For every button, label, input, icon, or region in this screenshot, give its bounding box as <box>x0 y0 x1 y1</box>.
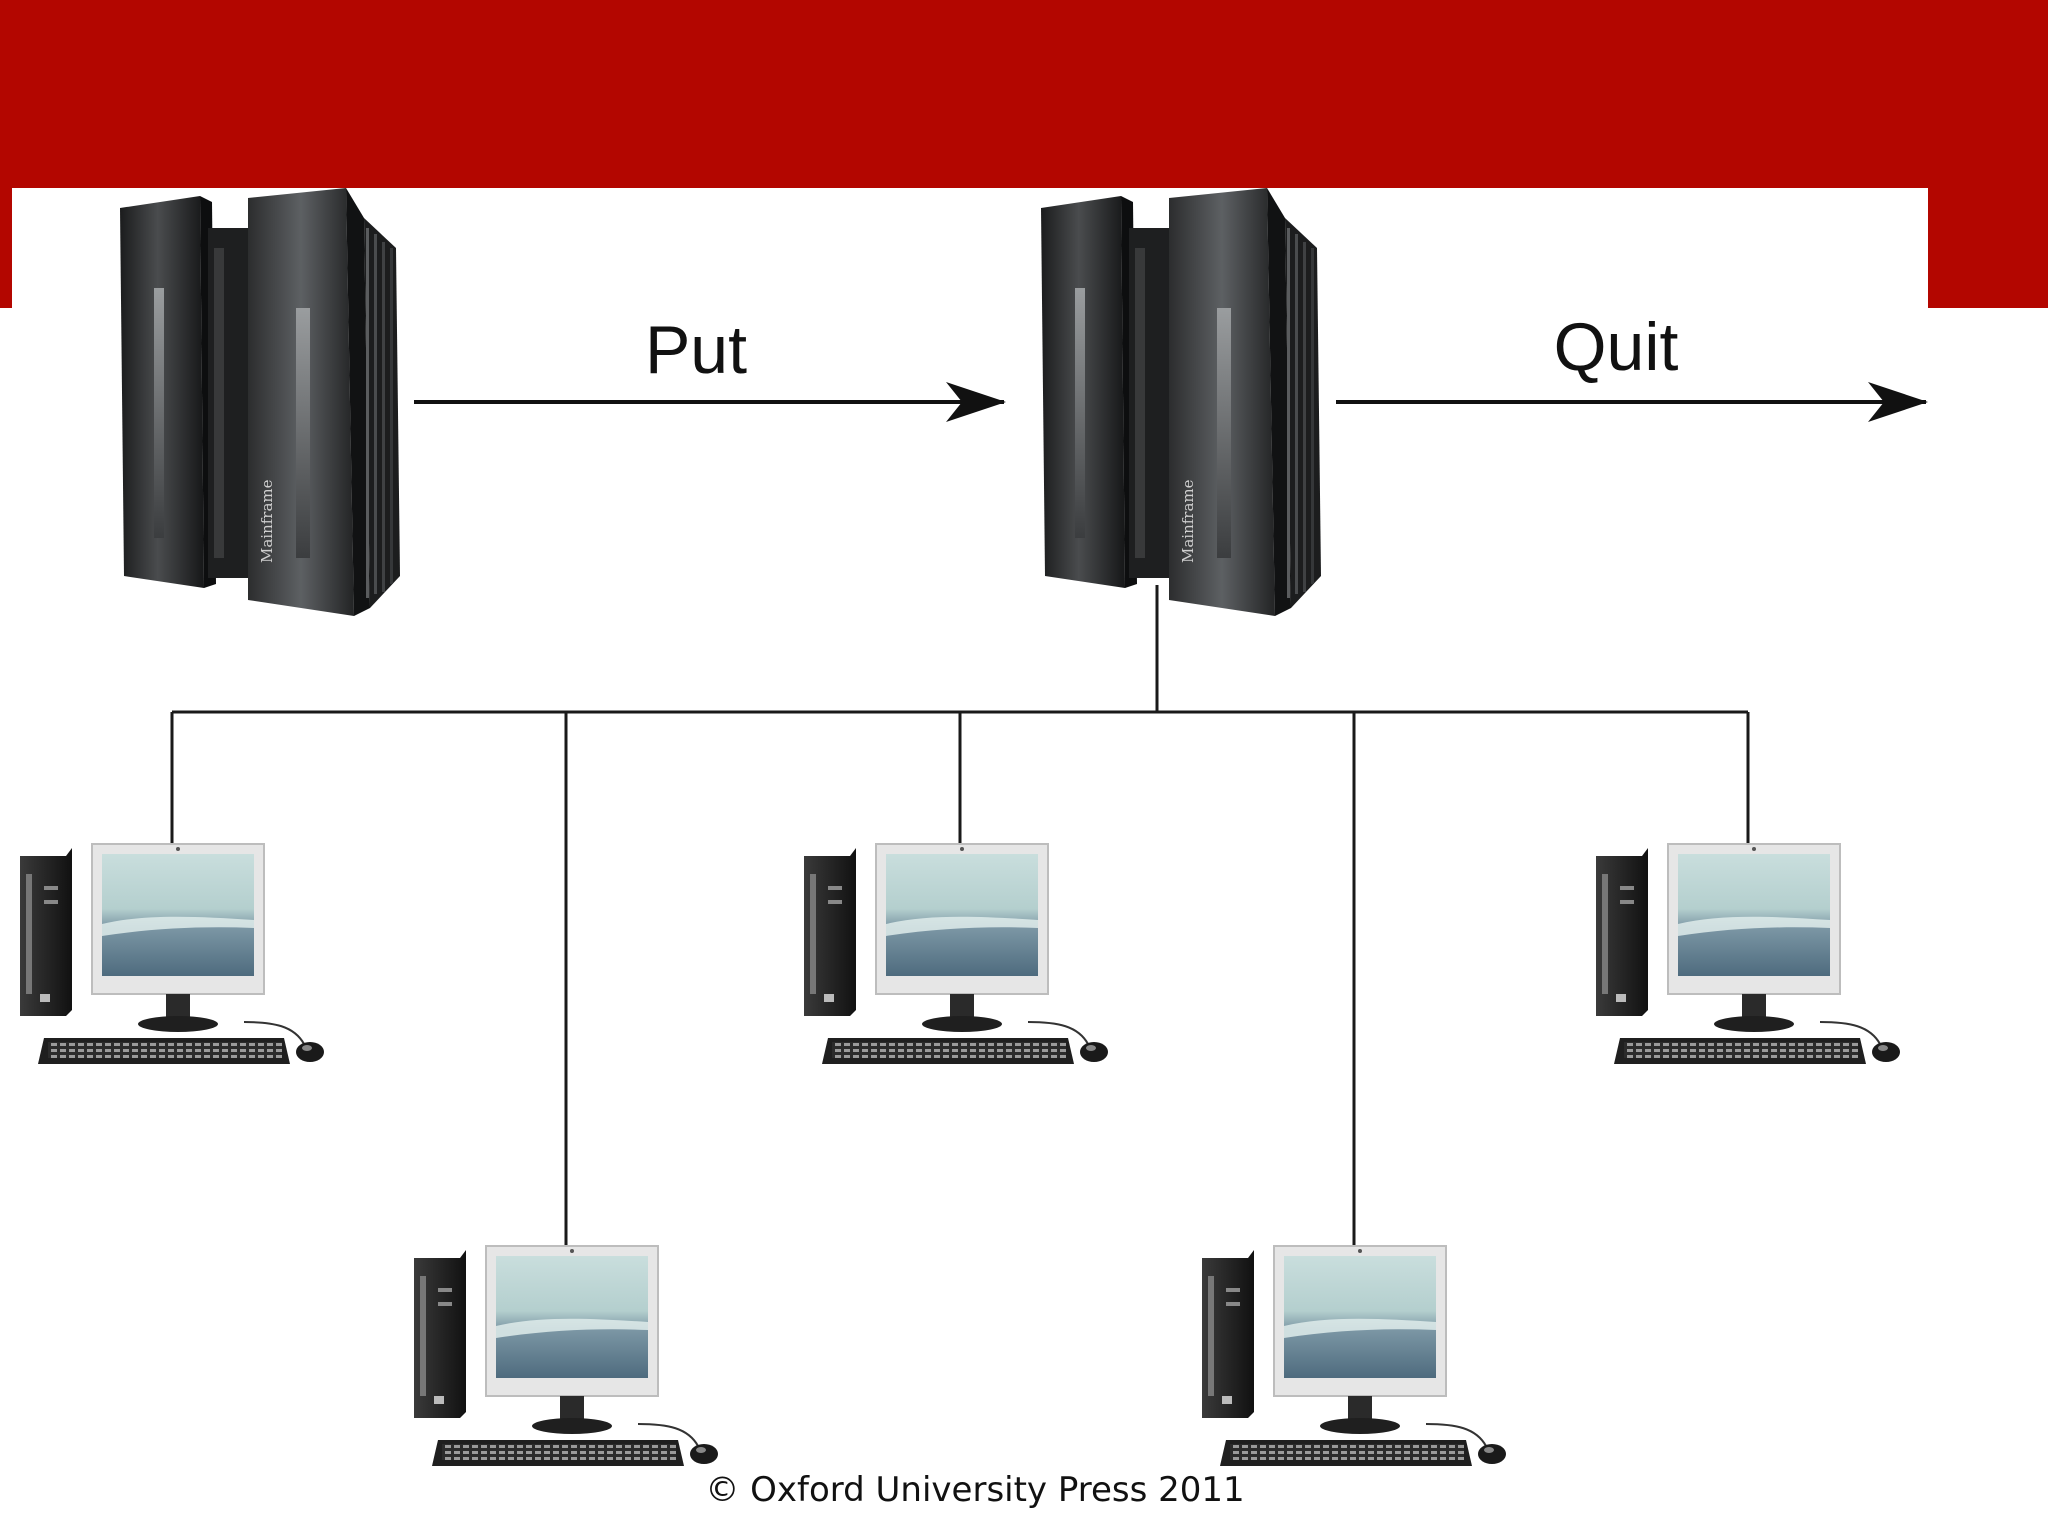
put-arrow-label: Put <box>645 312 747 388</box>
desktop-computer-icon <box>1201 1245 1507 1467</box>
desktop-computer-icon <box>413 1245 719 1467</box>
mainframe-label: Mainframe <box>1179 479 1197 563</box>
quit-arrow-label: Quit <box>1554 309 1679 385</box>
network-bus <box>170 585 1750 1246</box>
mainframe-server-icon: Mainframe <box>1041 188 1321 616</box>
header-band <box>0 0 2048 308</box>
desktop-computer-icon <box>1595 843 1901 1065</box>
desktop-computer-icon <box>19 843 325 1065</box>
desktop-computer-icon <box>803 843 1109 1065</box>
mainframe-server-icon: Mainframe <box>120 188 400 616</box>
copyright-notice: © Oxford University Press 2011 <box>705 1470 1245 1510</box>
mainframe-label: Mainframe <box>258 479 276 563</box>
